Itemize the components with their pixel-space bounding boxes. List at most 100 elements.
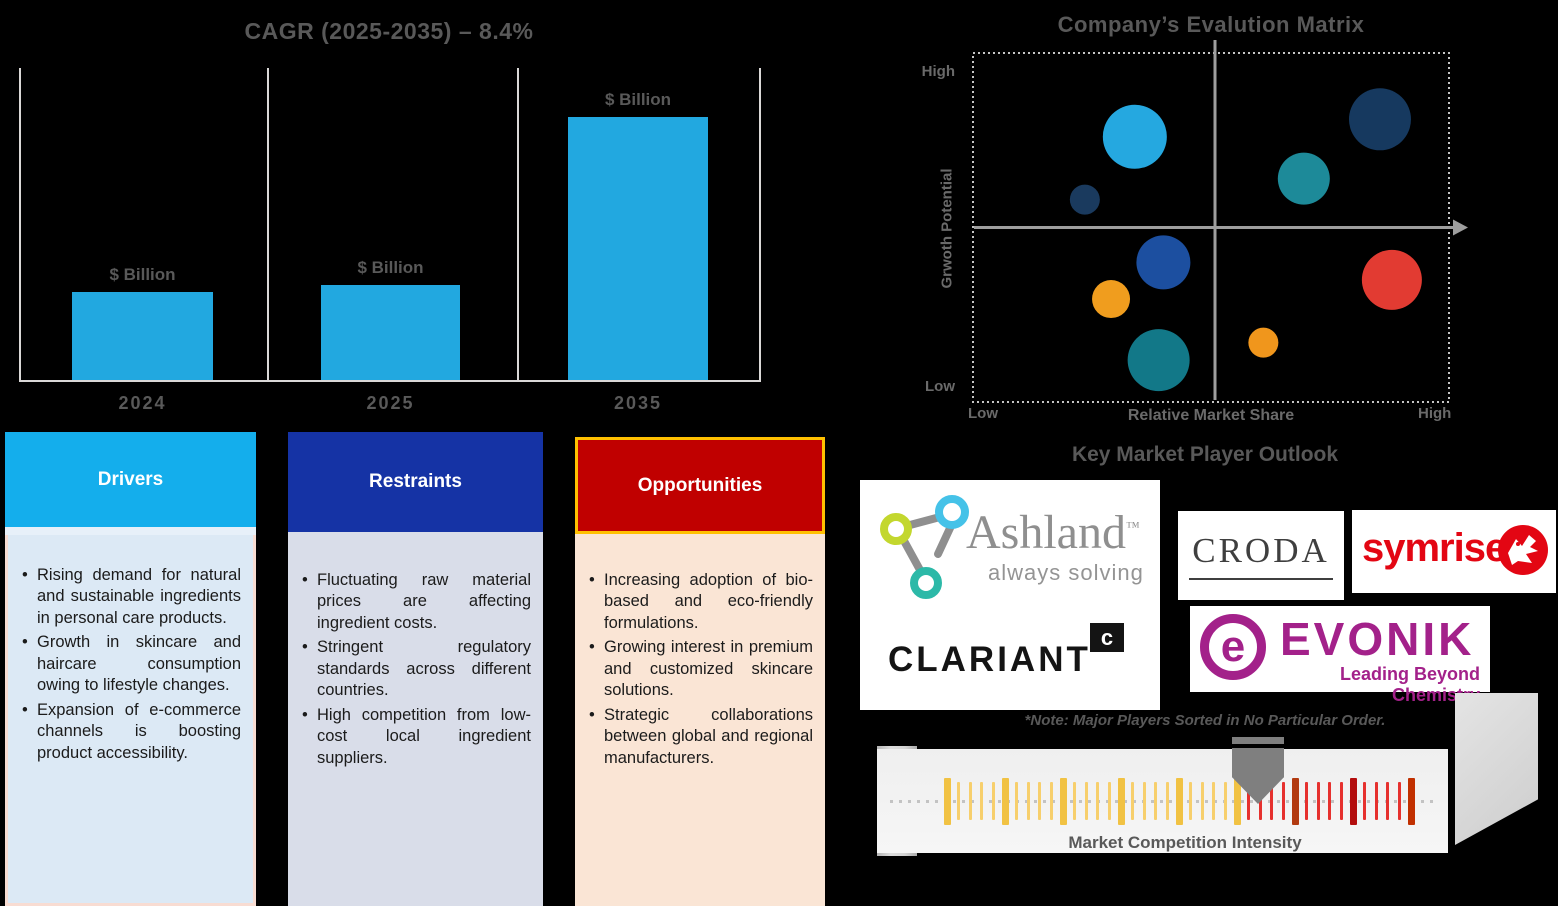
gauge-ribbon-right-fold (1455, 693, 1538, 845)
gauge-tick (1212, 782, 1215, 820)
gauge-tick (1131, 782, 1134, 820)
restraints-card: Restraints Fluctuating raw material pric… (288, 432, 543, 906)
card-bullet-item: Stringent regulatory standards across di… (302, 637, 531, 701)
opportunities-card-title: Opportunities (637, 474, 763, 496)
matrix-bubble (1348, 88, 1411, 151)
ashland-triangle-icon (880, 495, 969, 599)
bar-2035 (568, 117, 708, 380)
opportunities-card: Opportunities Increasing adoption of bio… (575, 437, 825, 906)
symrise-logo-box: symrise (1352, 510, 1556, 593)
matrix-bubble (1102, 104, 1167, 169)
clariant-mark-icon: c (1090, 623, 1124, 652)
players-note: *Note: Major Players Sorted in No Partic… (1024, 712, 1386, 729)
bar-value-label: $ Billion (109, 265, 176, 284)
gauge-tick (1386, 782, 1389, 820)
drivers-card-gap (5, 527, 256, 535)
players-section-title: Key Market Player Outlook (1071, 443, 1339, 466)
gauge-tick (1328, 782, 1331, 820)
bar-chart-divider (267, 68, 269, 382)
matrix-bubble (1069, 184, 1100, 215)
gauge-tick (1108, 782, 1111, 820)
restraints-list: Fluctuating raw material prices are affe… (302, 570, 531, 769)
gauge-tick (980, 782, 983, 820)
drivers-card-header: Drivers (5, 432, 256, 527)
drivers-card-title: Drivers (97, 468, 164, 490)
card-bullet-item: Expansion of e-commerce channels is boos… (22, 700, 241, 764)
ashland-wordmark: Ashland™ (966, 506, 1140, 559)
bar-category-label: 2035 (613, 393, 663, 413)
bar-value-label: $ Billion (357, 258, 424, 277)
restraints-card-title: Restraints (369, 471, 462, 492)
bar-chart-divider (759, 68, 761, 382)
card-bullet-item: High competition from low-cost local ing… (302, 705, 531, 769)
card-bullet-item: Growth in skincare and haircare consumpt… (22, 632, 241, 696)
symrise-wordmark: symrise (1362, 526, 1507, 570)
gauge-tick (1143, 782, 1146, 820)
bar-category-label: 2025 (366, 393, 415, 413)
evonik-logo-box: e EVONIK Leading Beyond Chemistry (1190, 606, 1490, 705)
gauge-tick (1224, 782, 1227, 820)
card-bullet-item: Fluctuating raw material prices are affe… (302, 570, 531, 634)
gauge-tick (1096, 782, 1099, 820)
ashland-tagline: always solving (988, 560, 1144, 585)
gauge-tick (1166, 782, 1169, 820)
gauge-tick (1176, 778, 1183, 825)
gauge-tick (1234, 778, 1241, 825)
gauge-tick (1340, 782, 1343, 820)
bar-value-label: $ Billion (604, 90, 672, 109)
gauge-tick (1189, 782, 1192, 820)
drivers-list: Rising demand for natural and sustainabl… (22, 565, 241, 764)
bar-chart-divider (517, 68, 519, 382)
gauge-pointer-bar (1232, 737, 1284, 744)
bar-2024 (72, 292, 213, 380)
clariant-wordmark: CLARIANT (888, 640, 1091, 679)
bar-category-label: 2024 (118, 393, 167, 413)
evonik-tagline: Leading Beyond Chemistry (1339, 664, 1480, 705)
matrix-y-axis-title: Grwoth Potential (938, 168, 956, 289)
gauge-tick (1305, 782, 1308, 820)
matrix-y-low-label: Low (925, 378, 955, 395)
matrix-y-high-label: High (921, 63, 955, 80)
gauge-tick (944, 778, 951, 825)
croda-logo-box: CRODA (1178, 511, 1344, 600)
drivers-card: Drivers Rising demand for natural and su… (5, 432, 256, 906)
gauge-tick (1050, 782, 1053, 820)
gauge-tick (1038, 782, 1041, 820)
card-bullet-item: Increasing adoption of bio-based and eco… (589, 570, 813, 634)
drivers-card-body: Rising demand for natural and sustainabl… (5, 535, 256, 906)
gauge-tick (1375, 782, 1378, 820)
gauge-tick (1363, 782, 1366, 820)
gauge-tick (1292, 778, 1299, 825)
matrix-x-axis-title: Relative Market Share (1127, 407, 1295, 424)
bar-chart-divider (19, 68, 21, 382)
gauge-tick (1154, 782, 1157, 820)
bar-2025 (321, 285, 460, 380)
matrix-bubble (1127, 329, 1190, 392)
symrise-dragon-icon (1498, 525, 1548, 575)
card-bullet-item: Strategic collaborations between global … (589, 705, 813, 769)
gauge-tick (1002, 778, 1009, 825)
gauge-tick (1060, 778, 1067, 825)
gauge-tick (992, 782, 995, 820)
bar-chart-baseline (19, 380, 761, 382)
opportunities-card-header: Opportunities (575, 437, 825, 534)
gauge-tick (1073, 782, 1076, 820)
gauge-label: Market Competition Intensity (1068, 833, 1302, 852)
gauge-tick (1118, 778, 1125, 825)
matrix-bubble (1361, 249, 1422, 310)
gauge-tick (1317, 782, 1320, 820)
gauge-tick (1282, 782, 1285, 820)
gauge-tick (969, 782, 972, 820)
evonik-e-icon: e (1200, 614, 1266, 680)
gauge-tick (1085, 782, 1088, 820)
ashland-clariant-logo-box: Ashland™ always solving CLARIANT c (860, 480, 1160, 710)
opportunities-card-body: Increasing adoption of bio-based and eco… (575, 534, 825, 906)
restraints-card-header: Restraints (288, 432, 543, 532)
matrix-bubble (1277, 152, 1330, 205)
matrix-bubble (1136, 235, 1191, 290)
croda-wordmark: CRODA (1189, 531, 1333, 580)
gauge-tick (957, 782, 960, 820)
matrix-bubble (1092, 280, 1131, 319)
gauge-tick (1408, 778, 1415, 825)
gauge-tick (1350, 778, 1357, 825)
